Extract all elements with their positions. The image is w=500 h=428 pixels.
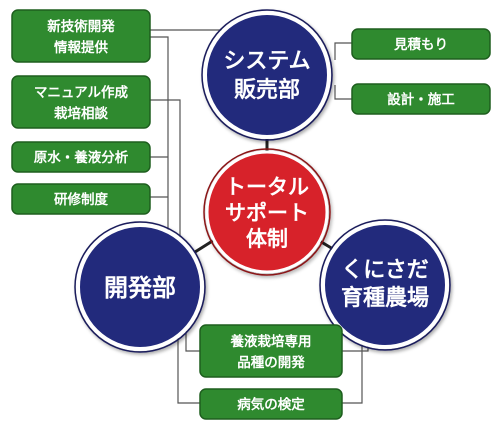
task-varieties-line1: 養液栽培専用 <box>230 333 312 350</box>
node-farm-label: くにさだ 育種農場 <box>341 258 429 311</box>
node-farm-line2: 育種農場 <box>341 285 429 311</box>
task-box-manual: マニュアル作成 栽培相談 <box>11 75 151 129</box>
task-box-tech: 新技術開発 情報提供 <box>11 9 151 63</box>
connector-disease-farm <box>342 340 363 404</box>
node-sales <box>201 9 333 141</box>
connector-estimate <box>334 42 352 60</box>
task-box-training: 研修制度 <box>11 183 151 215</box>
node-sales-line1: システム <box>223 49 310 74</box>
center-label-line1: トータル <box>225 175 309 199</box>
task-box-estimate: 見積もり <box>351 28 491 60</box>
task-varieties-line2: 品種の開発 <box>237 354 305 371</box>
task-tech-line1: 新技術開発 <box>47 18 115 35</box>
task-water-line1: 原水・養液分析 <box>34 149 129 166</box>
task-tech-line2: 情報提供 <box>54 39 108 56</box>
node-sales-label: システム 販売部 <box>223 49 310 103</box>
task-manual-line1: マニュアル作成 <box>34 84 129 101</box>
task-training-line1: 研修制度 <box>54 191 108 208</box>
node-sales-line2: 販売部 <box>234 77 300 103</box>
node-farm <box>319 219 451 351</box>
center-label: トータル サポート 体制 <box>225 175 309 251</box>
connector-tech-dev <box>150 36 169 240</box>
connector-manual <box>150 99 181 250</box>
node-farm-line1: くにさだ <box>341 258 429 283</box>
task-estimate-line1: 見積もり <box>393 36 448 53</box>
task-box-disease: 病気の検定 <box>199 388 343 420</box>
task-box-water: 原水・養液分析 <box>11 141 151 173</box>
task-disease-line1: 病気の検定 <box>237 396 305 413</box>
center-label-line3: 体制 <box>246 227 288 251</box>
center-circle <box>203 148 331 276</box>
node-dev-line1: 開発部 <box>104 274 176 302</box>
task-box-design: 設計・施工 <box>351 83 491 115</box>
connector-disease <box>177 318 200 404</box>
node-dev-label: 開発部 <box>104 274 176 302</box>
task-design-line1: 設計・施工 <box>387 91 455 108</box>
task-box-varieties: 養液栽培専用 品種の開発 <box>199 324 343 378</box>
task-manual-line2: 栽培相談 <box>54 105 108 122</box>
center-label-line2: サポート <box>225 201 309 225</box>
node-dev <box>74 221 206 353</box>
connector-design <box>334 85 352 100</box>
